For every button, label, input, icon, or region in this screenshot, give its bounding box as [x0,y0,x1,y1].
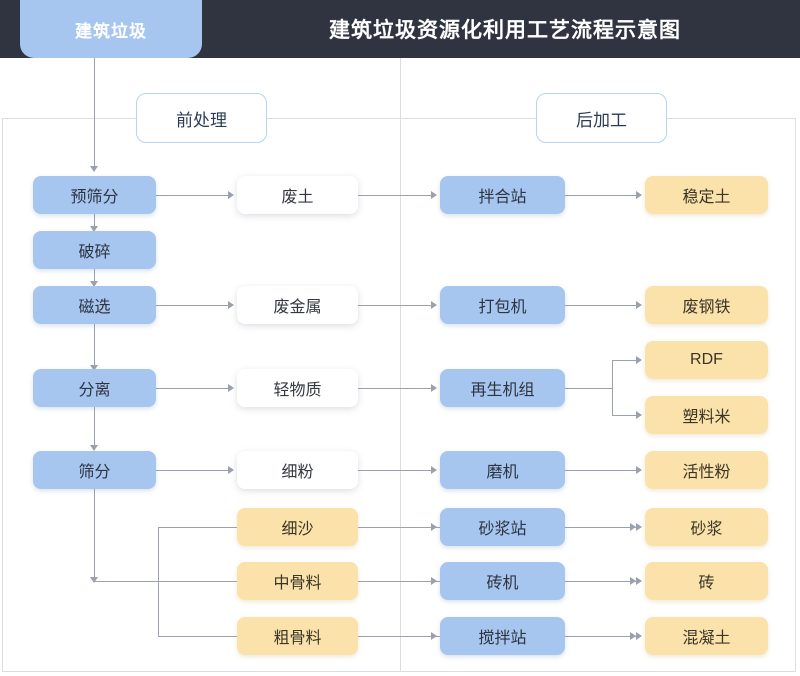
arrowhead-presieve [90,166,98,172]
edge-aggregate-riser [158,527,159,637]
edge-sieve-spine [94,489,95,581]
arrowhead-finepowder [228,466,234,474]
arrowhead-stirstation [431,632,437,640]
node-waste-soil[interactable]: 废土 [237,176,358,214]
section-divider [400,58,401,672]
arrowhead-mixstation [431,191,437,199]
arrowhead-scrapsteel [636,301,642,309]
node-coarse-aggregate[interactable]: 粗骨料 [237,617,358,655]
node-concrete[interactable]: 混凝土 [645,617,768,655]
edge-presieve-to-wastesoil [156,195,231,196]
edge-brickmachine-to-brick [565,581,639,582]
arrowhead-separate [90,365,98,371]
arrowhead-brickmachine [431,577,437,585]
node-fine-powder[interactable]: 细粉 [237,451,358,489]
arrowhead-brick [636,577,642,585]
node-medium-aggregate[interactable]: 中骨料 [237,562,358,600]
edge-lightmat-to-regenunit [358,388,434,389]
edge-magnetic-to-wastemetal [156,305,231,306]
edge-separate-to-lightmat [156,388,231,389]
arrowhead-mortarstation [431,523,437,531]
arrowhead-wastemetal [228,301,234,309]
edge-regenunit-split [612,360,613,416]
diagram-frame [2,118,796,672]
node-mortar[interactable]: 砂浆 [645,508,768,546]
node-stirring-station[interactable]: 搅拌站 [440,617,565,655]
arrowhead-baler [431,301,437,309]
page-title: 建筑垃圾资源化利用工艺流程示意图 [329,19,681,42]
node-waste-metal[interactable]: 废金属 [237,286,358,324]
arrowhead-magnetic [90,281,98,287]
node-crush[interactable]: 破碎 [33,231,156,269]
arrowhead-sieve [90,445,98,451]
arrowhead-millmachine [431,466,437,474]
arrowhead-activepowder [636,466,642,474]
node-mortar-station[interactable]: 砂浆站 [440,508,565,546]
node-brick[interactable]: 砖 [645,562,768,600]
arrowhead-mortar [636,523,642,531]
edge-presieve-to-crush [94,214,95,227]
edge-separate-to-sieve [94,404,95,446]
arrowhead-wastesoil [228,191,234,199]
edge-regenunit-stem [565,388,613,389]
edge-finesand-to-mortarstation [358,527,434,528]
node-scrap-steel[interactable]: 废钢铁 [645,286,768,324]
edge-crush-to-magnetic [94,269,95,282]
edge-regenunit-to-rdf [612,360,639,361]
edge-finepowder-to-millmachine [358,470,434,471]
node-active-powder[interactable]: 活性粉 [645,451,768,489]
edge-magnetic-to-separate [94,324,95,366]
arrowhead-lightmat [228,384,234,392]
edge-midagg-to-brickmachine [358,581,434,582]
edge-source-to-presieve [94,58,95,166]
edge-coarseagg-to-stirstation [358,636,434,637]
node-mill-machine[interactable]: 磨机 [440,451,565,489]
arrowhead-sieve-spine-corner [90,577,98,583]
section-label-post-processing: 后加工 [536,93,667,143]
node-separation[interactable]: 分离 [33,369,156,407]
node-light-material[interactable]: 轻物质 [237,369,358,407]
node-brick-machine[interactable]: 砖机 [440,562,565,600]
arrowhead-stablesoil [636,191,642,199]
arrowhead-plasticrice [636,411,642,419]
edge-stirstation-to-concrete [565,636,639,637]
node-mixing-station[interactable]: 拌合站 [440,176,565,214]
node-baler[interactable]: 打包机 [440,286,565,324]
edge-mortarstation-to-mortar [565,527,639,528]
edge-sieve-to-finepowder [156,470,231,471]
arrowhead-regenunit [431,384,437,392]
edge-mixstation-to-stablesoil [565,195,639,196]
node-regeneration-unit[interactable]: 再生机组 [440,369,565,407]
source-tab: 建筑垃圾 [20,0,202,58]
node-sieving[interactable]: 筛分 [33,451,156,489]
edge-wastemetal-to-baler [358,305,434,306]
edge-regenunit-to-plasticrice [612,415,639,416]
node-magnetic-separation[interactable]: 磁选 [33,286,156,324]
arrowhead-rdf [636,356,642,364]
node-plastic-pellets[interactable]: 塑料米 [645,396,768,434]
node-presieve[interactable]: 预筛分 [33,176,156,214]
node-stabilized-soil[interactable]: 稳定土 [645,176,768,214]
section-label-pre-treatment: 前处理 [136,93,267,143]
edge-baler-to-scrapsteel [565,305,639,306]
arrowhead-concrete [636,632,642,640]
edge-millmachine-to-activepowder [565,470,639,471]
node-fine-sand[interactable]: 细沙 [237,508,358,546]
arrowhead-crush [90,226,98,232]
node-rdf[interactable]: RDF [645,341,768,379]
edge-wastesoil-to-mixstation [358,195,434,196]
